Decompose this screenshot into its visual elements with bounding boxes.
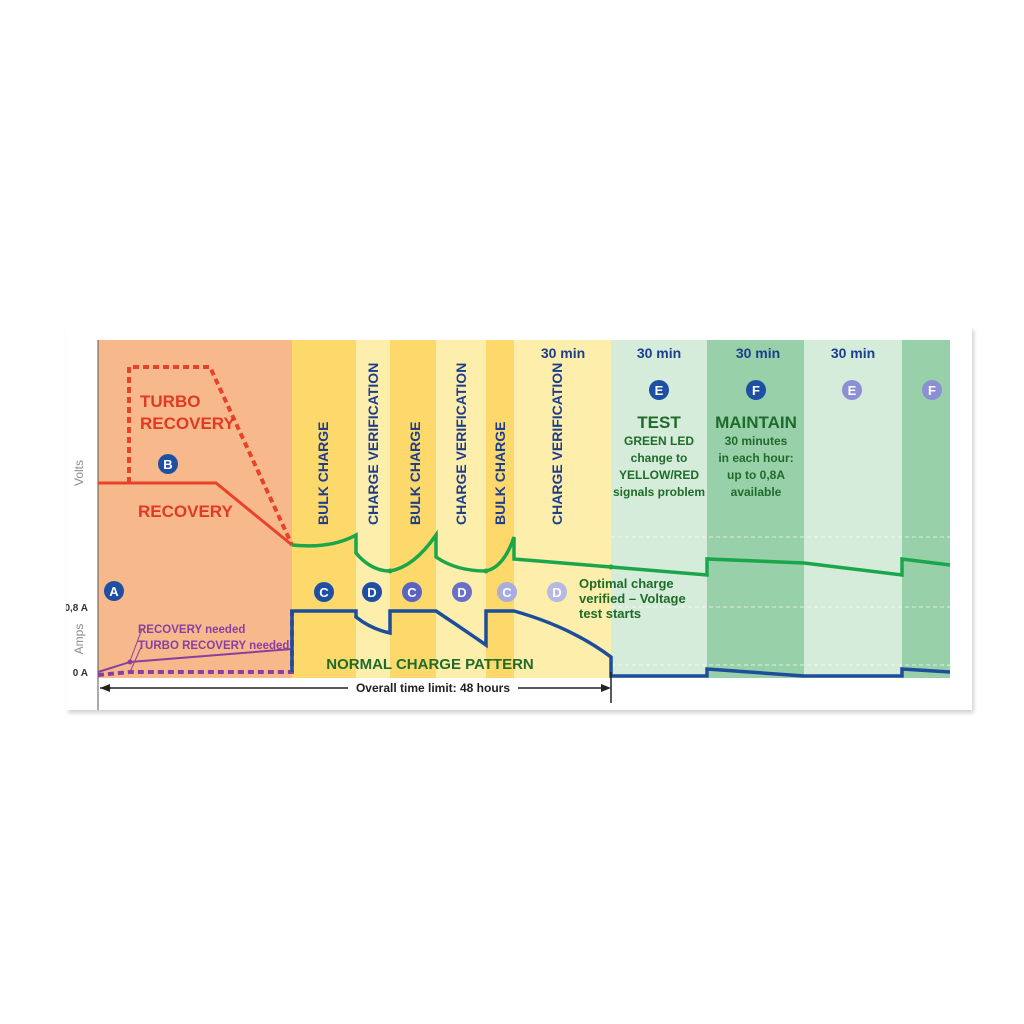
duration-label-2: 30 min xyxy=(637,345,681,361)
recovery-needed-pointer xyxy=(129,628,143,662)
duration-label-1: 30 min xyxy=(541,345,585,361)
charge-voltage-line xyxy=(291,529,951,577)
bulk-zone-3 xyxy=(486,340,514,678)
time-limit-arrow xyxy=(100,672,612,703)
test-line-4: signals problem xyxy=(613,485,705,499)
svg-text:D: D xyxy=(552,585,561,600)
badge-d-2: D xyxy=(452,582,472,602)
svg-text:F: F xyxy=(752,383,760,398)
time-limit-label: Overall time limit: 48 hours xyxy=(356,681,510,695)
svg-text:C: C xyxy=(407,585,417,600)
recovery-zone xyxy=(98,340,292,678)
volts-axis-label: Volts xyxy=(72,460,86,486)
amps-axis-label: Amps xyxy=(72,624,86,655)
svg-text:E: E xyxy=(655,383,664,398)
voltage-point-3 xyxy=(608,564,614,570)
badge-c-1: C xyxy=(314,582,334,602)
test-title: TEST xyxy=(637,413,681,432)
recovery-amp-point xyxy=(127,659,133,665)
bulk-charge-label-1: BULK CHARGE xyxy=(315,422,331,525)
bulk-charge-label-2: BULK CHARGE xyxy=(407,422,423,525)
maintain-title: MAINTAIN xyxy=(715,413,797,432)
charge-verification-label-1: CHARGE VERIFICATION xyxy=(365,363,381,525)
test-line-3: YELLOW/RED xyxy=(619,468,699,482)
test-line-2: change to xyxy=(631,451,688,465)
svg-text:F: F xyxy=(928,383,936,398)
voltage-point-2 xyxy=(483,568,489,574)
bulk-zone-1 xyxy=(292,340,356,678)
voltage-point-1 xyxy=(387,568,393,574)
maintain-line-2: in each hour: xyxy=(718,451,793,465)
maintain-line-4: available xyxy=(731,485,782,499)
badge-d-3: D xyxy=(547,582,567,602)
amp-zero-tick: 0 A xyxy=(73,668,88,679)
turbo-recovery-label-1: TURBO xyxy=(140,392,200,411)
bulk-zone-2 xyxy=(390,340,436,678)
optimal-line-3: test starts xyxy=(579,606,641,621)
verify-zone-2 xyxy=(436,340,486,678)
svg-text:D: D xyxy=(457,585,466,600)
charge-diagram-card: Volts Amps 0,8 A 0 A TURBO RECOVERY RECO… xyxy=(66,327,972,710)
badge-a: A xyxy=(104,581,124,601)
duration-label-3: 30 min xyxy=(736,345,780,361)
charge-current-line xyxy=(290,609,951,678)
recovery-voltage-line xyxy=(98,481,293,547)
normal-charge-pattern-label: NORMAL CHARGE PATTERN xyxy=(326,656,534,673)
turbo-recovery-needed-pointer xyxy=(129,644,143,673)
svg-text:D: D xyxy=(367,585,376,600)
amp-max-tick: 0,8 A xyxy=(66,603,88,614)
svg-text:E: E xyxy=(848,383,857,398)
recovery-needed-label: RECOVERY needed xyxy=(138,624,245,636)
svg-text:B: B xyxy=(163,457,172,472)
optimal-line-1: Optimal charge xyxy=(579,576,674,591)
turbo-recovery-needed-label: TURBO RECOVERY needed xyxy=(138,640,289,652)
badge-f-1: F xyxy=(746,380,766,400)
badge-f-2: F xyxy=(922,380,942,400)
turbo-recovery-label-2: RECOVERY xyxy=(140,414,235,433)
optimal-line-2: verified – Voltage xyxy=(579,591,686,606)
badge-c-2: C xyxy=(402,582,422,602)
svg-text:C: C xyxy=(502,585,512,600)
badge-b: B xyxy=(158,454,178,474)
bulk-charge-label-3: BULK CHARGE xyxy=(492,422,508,525)
charge-verification-label-3: CHARGE VERIFICATION xyxy=(549,363,565,525)
badge-d-1: D xyxy=(362,582,382,602)
maintain-line-3: up to 0,8A xyxy=(727,468,785,482)
duration-label-4: 30 min xyxy=(831,345,875,361)
guide-lines xyxy=(611,536,950,666)
charge-diagram: Volts Amps 0,8 A 0 A TURBO RECOVERY RECO… xyxy=(66,340,951,710)
maintain-line-1: 30 minutes xyxy=(725,434,788,448)
badge-e-1: E xyxy=(649,380,669,400)
turbo-recovery-voltage-line xyxy=(127,365,294,546)
recovery-label: RECOVERY xyxy=(138,502,233,521)
charge-verification-label-2: CHARGE VERIFICATION xyxy=(453,363,469,525)
verify-zone-3 xyxy=(514,340,611,678)
badge-e-2: E xyxy=(842,380,862,400)
badge-c-3: C xyxy=(497,582,517,602)
svg-text:A: A xyxy=(109,584,119,599)
svg-text:C: C xyxy=(319,585,329,600)
test-line-1: GREEN LED xyxy=(624,434,694,448)
